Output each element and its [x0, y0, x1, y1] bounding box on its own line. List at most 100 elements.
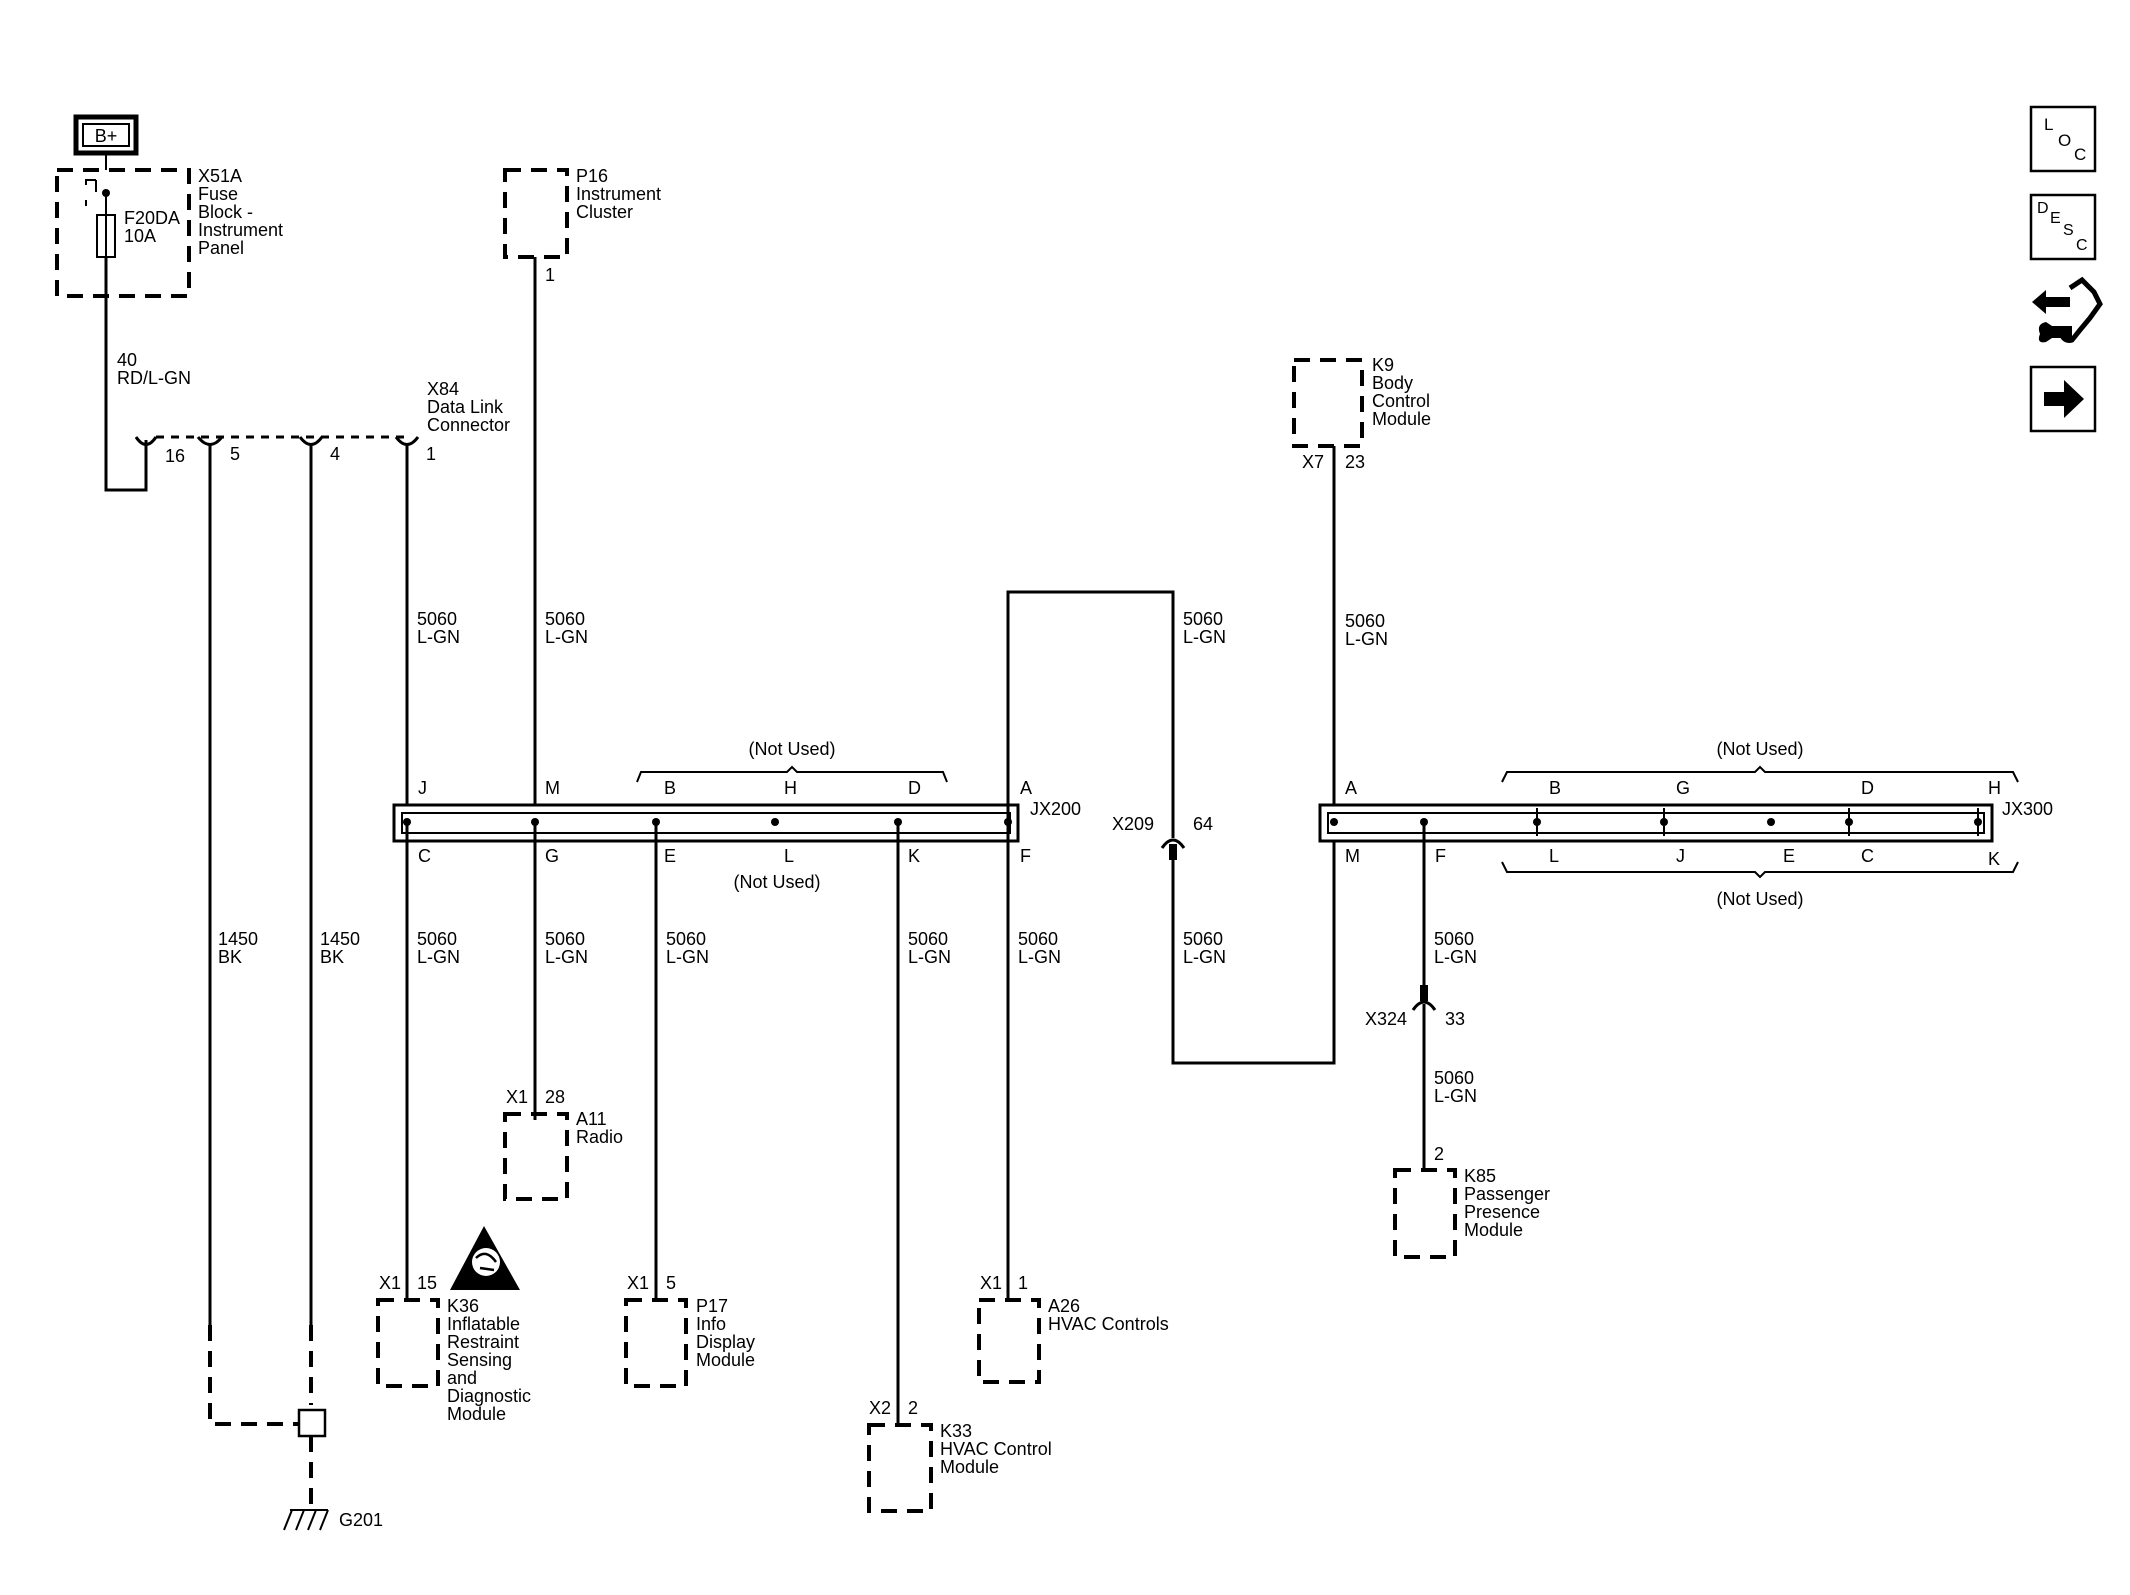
wire-j-color: L-GN: [417, 627, 460, 647]
k36-pin: 15: [417, 1273, 437, 1293]
wire-c-color: L-GN: [417, 947, 460, 967]
jx200-top-pin-d: D: [908, 778, 921, 798]
k33-desc-1: HVAC Control: [940, 1439, 1052, 1459]
wire-x324-upper-color: L-GN: [1434, 947, 1477, 967]
wire-k9-color: L-GN: [1345, 629, 1388, 649]
wire-x324-lower-color: L-GN: [1434, 1086, 1477, 1106]
desc-letter-c: C: [2076, 237, 2088, 254]
module-k36-sdm: X1 15 K36 Inflatable Restraint Sensing a…: [376, 1226, 531, 1424]
wire-g-circuit: 5060: [545, 929, 585, 949]
a11-desc-1: Radio: [576, 1127, 623, 1147]
loc-letter-c: C: [2074, 145, 2086, 164]
wire-e-circuit: 5060: [666, 929, 706, 949]
p17-pin: 5: [666, 1273, 676, 1293]
dlc-pin-16: 16: [165, 446, 185, 466]
ground-circuit-1450: G201 1450 BK 1450 BK: [208, 443, 383, 1531]
jx200-not-used-bottom: (Not Used): [733, 872, 820, 892]
wire-e-color: L-GN: [666, 947, 709, 967]
k33-name: K33: [940, 1421, 972, 1441]
k9-desc-1: Body: [1372, 373, 1413, 393]
k33-desc-2: Module: [940, 1457, 999, 1477]
ground-wire-2-circuit: 1450: [320, 929, 360, 949]
jx200-bottom-pin-l: L: [784, 846, 794, 866]
module-k33-hvac-control: X2 2 K33 HVAC Control Module: [867, 1398, 1052, 1513]
power-source-b-plus: B+: [73, 114, 139, 156]
x209-pin: 64: [1193, 814, 1213, 834]
jx200-bottom-pin-f: F: [1020, 846, 1031, 866]
k85-name: K85: [1464, 1166, 1496, 1186]
fuse-block-name: X51A: [198, 166, 242, 186]
airbag-warning-icon: [450, 1226, 520, 1290]
jx300-top-pin-a: A: [1345, 778, 1357, 798]
next-page-button[interactable]: [2029, 365, 2097, 433]
p17-desc-2: Display: [696, 1332, 755, 1352]
desc-letter-e: E: [2050, 210, 2061, 227]
wire-m-color: L-GN: [545, 627, 588, 647]
jx300-top-pin-b: B: [1549, 778, 1561, 798]
wire-j-circuit: 5060: [417, 609, 457, 629]
wire-jx300-f-to-k85: X324 33 5060 L-GN 5060 L-GN: [1365, 822, 1477, 1170]
jx200-bottom-pin-e: E: [664, 846, 676, 866]
jx300-name: JX300: [2002, 799, 2053, 819]
arrow-right-icon: [2044, 380, 2084, 418]
p16-desc-1: Instrument: [576, 184, 661, 204]
b-plus-label: B+: [95, 126, 118, 146]
k36-desc-5: Diagnostic: [447, 1386, 531, 1406]
jx200-bottom-pin-k: K: [908, 846, 920, 866]
module-p16-instrument-cluster: P16 Instrument Cluster 1: [503, 166, 661, 285]
k85-desc-1: Passenger: [1464, 1184, 1550, 1204]
k9-desc-3: Module: [1372, 409, 1431, 429]
jx300-bottom-pin-k: K: [1988, 849, 2000, 869]
k9-desc-2: Control: [1372, 391, 1430, 411]
wire-f-circuit: 5060: [1018, 929, 1058, 949]
dlc-pin-4: 4: [330, 444, 340, 464]
k9-connector: X7: [1302, 452, 1324, 472]
jx200-top-pin-a: A: [1020, 778, 1032, 798]
wire-k-circuit: 5060: [908, 929, 948, 949]
jx300-bottom-pin-l: L: [1549, 846, 1559, 866]
connector-end-view-button[interactable]: [2032, 276, 2103, 343]
wire-x209-lower-circuit: 5060: [1183, 929, 1223, 949]
jx300-bottom-pin-j: J: [1676, 846, 1685, 866]
wires-upper-jx200: 5060 L-GN 5060 L-GN: [405, 257, 588, 822]
ground-wire-2-color: BK: [320, 947, 344, 967]
jx300-bottom-pin-e: E: [1783, 846, 1795, 866]
k36-desc-3: Sensing: [447, 1350, 512, 1370]
jx300-bottom-pin-m: M: [1345, 846, 1360, 866]
data-link-connector-x84: 16 5 4 1 X84 Data Link Connector: [134, 379, 510, 466]
p16-name: P16: [576, 166, 608, 186]
k36-desc-6: Module: [447, 1404, 506, 1424]
desc-letter-d: D: [2037, 200, 2049, 217]
dlc-pin-5: 5: [230, 444, 240, 464]
wire-x324-lower-circuit: 5060: [1434, 1068, 1474, 1088]
ground-splice: [297, 1408, 327, 1438]
loc-letter-o: O: [2058, 131, 2071, 150]
k9-name: K9: [1372, 355, 1394, 375]
dlc-pin-1: 1: [426, 444, 436, 464]
wire-x209-lower-color: L-GN: [1183, 947, 1226, 967]
k36-name: K36: [447, 1296, 479, 1316]
a26-desc-1: HVAC Controls: [1048, 1314, 1169, 1334]
jx300-not-used-bottom: (Not Used): [1716, 889, 1803, 909]
ground-wire-1-color: BK: [218, 947, 242, 967]
module-a11-radio: X1 28 A11 Radio: [503, 1087, 623, 1201]
wire-40-circuit: 40: [117, 350, 137, 370]
k85-desc-2: Presence: [1464, 1202, 1540, 1222]
jx200-top-pin-j: J: [418, 778, 427, 798]
location-button[interactable]: L O C: [2029, 105, 2097, 173]
wires-lower-jx200: 5060 L-GN 5060 L-GN 5060 L-GN 5060 L-GN …: [405, 822, 1061, 1425]
wrench-connector-icon: [2032, 276, 2103, 343]
splice-pack-jx200: JX200 J M B H D A C G E L K F (Not Used)…: [392, 739, 1081, 892]
description-button[interactable]: D E S C: [2029, 193, 2097, 261]
k85-pin: 2: [1434, 1144, 1444, 1164]
ground-g201-label: G201: [339, 1510, 383, 1530]
jx200-top-pin-m: M: [545, 778, 560, 798]
jx300-not-used-top: (Not Used): [1716, 739, 1803, 759]
module-k9-bcm: K9 Body Control Module X7 23 5060 L-GN: [1292, 355, 1431, 822]
fuse-rating: 10A: [124, 226, 156, 246]
k36-desc-4: and: [447, 1368, 477, 1388]
dlc-name: X84: [427, 379, 459, 399]
a26-pin: 1: [1018, 1273, 1028, 1293]
k9-pin: 23: [1345, 452, 1365, 472]
a26-name: A26: [1048, 1296, 1080, 1316]
